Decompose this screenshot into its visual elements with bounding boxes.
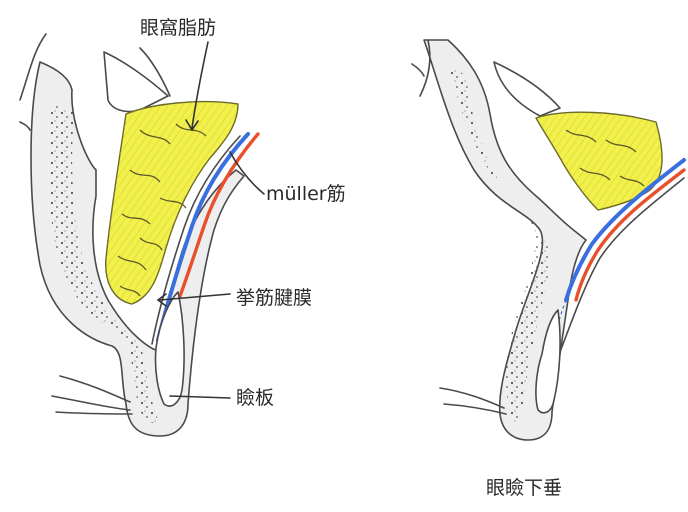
right-eyelashes <box>439 387 507 415</box>
left-upper-contour <box>19 33 47 101</box>
left-tarsal-plate <box>154 291 185 407</box>
label-tarsal-plate: 瞼板 <box>236 387 274 409</box>
left-skin-tissue <box>30 61 245 437</box>
label-ptosis-caption: 眼瞼下垂 <box>486 477 562 499</box>
left-fat-lobules <box>117 123 207 297</box>
orbital-fat-leader <box>191 41 209 129</box>
muller-leader <box>229 151 265 195</box>
left-muller-muscle <box>178 132 260 298</box>
aponeurosis-leader <box>159 293 231 301</box>
right-fat-lobules <box>565 129 645 187</box>
left-levator-aponeurosis <box>156 132 250 342</box>
right-orbital-rim <box>493 61 561 117</box>
right-aponeurosis-edge <box>559 177 685 353</box>
left-fat-hatch <box>105 101 239 304</box>
right-tarsal-plate <box>535 309 561 414</box>
label-muller-muscle: müller筋 <box>266 183 346 205</box>
right-skin-tissue <box>423 39 587 441</box>
tarsus-leader <box>169 395 231 399</box>
left-skin-fold <box>19 121 31 131</box>
left-aponeurosis-edge <box>151 135 241 345</box>
left-septum-line <box>139 47 171 97</box>
left-eyelashes <box>51 375 133 415</box>
right-fat-hatch <box>536 112 663 210</box>
right-muller-muscle <box>574 168 686 302</box>
ptosis-eyelid-section: 眼瞼下垂 <box>411 39 686 499</box>
right-levator-aponeurosis <box>564 158 686 302</box>
right-skin-fold <box>411 63 425 77</box>
right-upper-contour <box>419 39 431 97</box>
left-orbital-rim <box>103 51 169 113</box>
label-levator-aponeurosis: 挙筋腱膜 <box>236 287 312 309</box>
aponeurosis-arrowhead <box>156 293 167 307</box>
normal-eyelid-section: 眼窩脂肪 müller筋 挙筋腱膜 瞼板 <box>19 17 346 437</box>
label-orbital-fat: 眼窩脂肪 <box>140 17 216 39</box>
left-orbicularis-stipple <box>48 104 160 424</box>
orbital-fat-arrowhead <box>185 119 199 132</box>
right-orbicularis-stipple <box>448 64 552 424</box>
